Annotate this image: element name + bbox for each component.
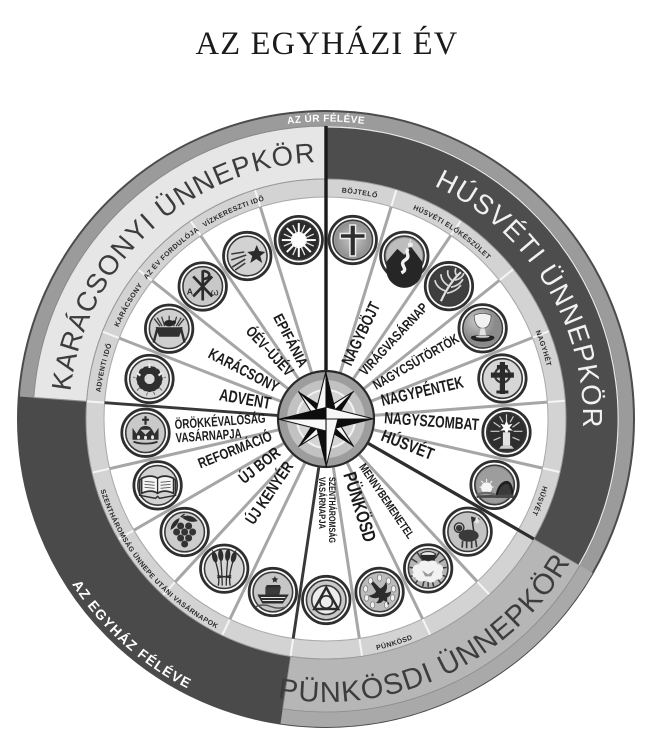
svg-text:A: A bbox=[187, 286, 193, 296]
svg-text:ÖRÖKKÉVALÓSÁG: ÖRÖKKÉVALÓSÁG bbox=[174, 411, 266, 432]
svg-text:SZENTHÁROMSÁG: SZENTHÁROMSÁG bbox=[327, 477, 337, 543]
svg-text:AZ EGYHÁZI ÉV: AZ EGYHÁZI ÉV bbox=[196, 26, 459, 62]
svg-text:ω: ω bbox=[211, 287, 219, 298]
svg-text:AZ ÚR FÉLÉVE: AZ ÚR FÉLÉVE bbox=[287, 112, 366, 127]
svg-text:VASÁRNAPJA: VASÁRNAPJA bbox=[317, 477, 327, 529]
svg-text:VASÁRNAPJA: VASÁRNAPJA bbox=[175, 426, 242, 446]
